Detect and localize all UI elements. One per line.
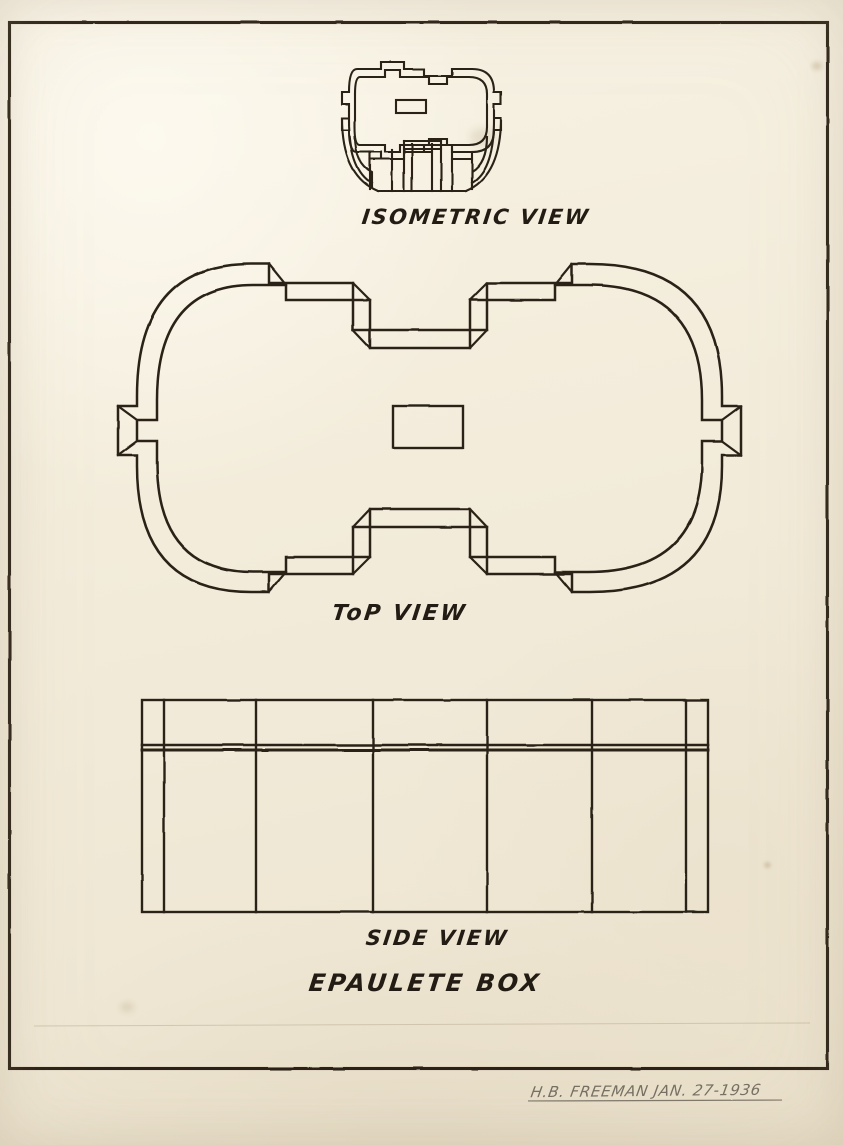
isometric-view-drawing (340, 60, 503, 193)
caption-side-view: SIDE VIEW (364, 926, 510, 950)
top-view-drawing (116, 262, 743, 594)
caption-isometric-view: ISOMETRIC VIEW (360, 205, 592, 229)
isometric-clasp (394, 98, 428, 115)
drawing-title: EPAULETE BOX (307, 969, 544, 997)
signature-rule (527, 1099, 783, 1102)
side-view-drawing (140, 698, 710, 914)
caption-top-view: ToP VIEW (330, 601, 469, 626)
faint-pencil-guideline (33, 1022, 811, 1027)
signature-and-date: H.B. FREEMAN JAN. 27-1936 (529, 1080, 763, 1102)
drawing-border-frame (7, 20, 830, 1071)
top-view-clasp (391, 404, 465, 450)
